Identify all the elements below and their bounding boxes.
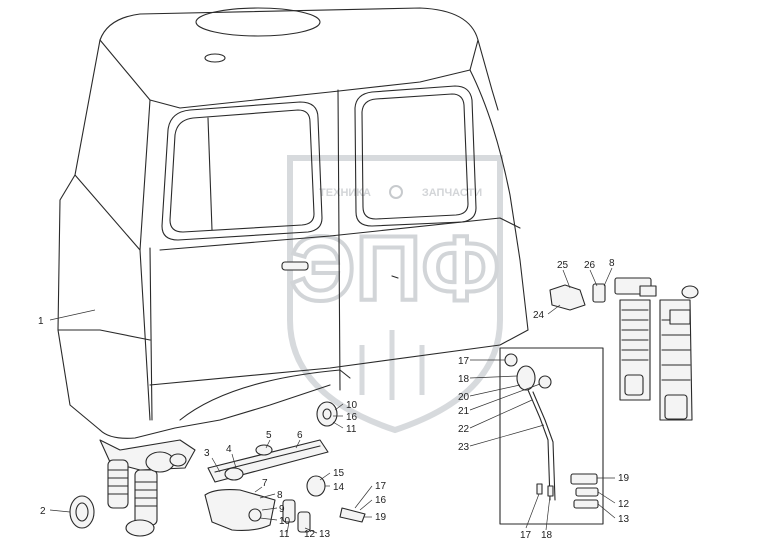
callout-10: 10: [279, 516, 291, 527]
callout-8: 8: [277, 490, 283, 501]
callout-11b: 11: [346, 424, 357, 435]
callout-22: 22: [458, 424, 470, 435]
callout-18b: 18: [541, 530, 553, 541]
callout-5: 5: [266, 430, 272, 441]
callout-13b: 13: [618, 514, 630, 525]
callout-19b: 19: [618, 473, 630, 484]
callout-7: 7: [262, 478, 268, 489]
callout-15: 15: [333, 468, 345, 479]
gear-icon: [389, 185, 403, 199]
callout-13: 13: [319, 529, 331, 540]
callout-16: 16: [346, 412, 358, 423]
callout-12b: 12: [618, 499, 630, 510]
callout-19: 19: [375, 512, 387, 523]
wheat-icon: [359, 330, 425, 400]
callout-12: 12: [304, 529, 316, 540]
watermark-right-word: ЗАПЧАСТИ: [422, 187, 482, 199]
front-mount-assembly: [69, 439, 196, 537]
hydraulic-assembly: [549, 277, 699, 421]
callout-20: 20: [458, 392, 470, 403]
cab-body: [57, 7, 529, 439]
callouts: 1 2 3 4 5 6 7 8 9 10 11 12 13 10 16 11 1…: [38, 258, 630, 541]
leader-lines: [49, 267, 616, 534]
callout-17c: 17: [520, 530, 532, 541]
callout-10b: 10: [346, 400, 358, 411]
callout-9: 9: [279, 504, 285, 515]
callout-1: 1: [38, 316, 44, 327]
callout-14: 14: [333, 482, 345, 493]
callout-11: 11: [279, 529, 290, 540]
watermark-left-word: ТЕХНИКА: [319, 187, 371, 199]
callout-23: 23: [458, 442, 470, 453]
watermark-shield: [287, 155, 503, 434]
callout-3: 3: [204, 448, 210, 459]
callout-2: 2: [40, 506, 46, 517]
callout-26: 26: [584, 260, 596, 271]
fender-assembly: [179, 369, 366, 533]
callout-6: 6: [297, 430, 303, 441]
callout-25: 25: [557, 260, 569, 271]
watermark-logo-text: ЭПФ: [290, 218, 500, 320]
callout-8b: 8: [609, 258, 615, 269]
gear-lever-panel: [499, 347, 604, 525]
callout-17: 17: [375, 481, 387, 492]
callout-17b: 17: [458, 356, 470, 367]
callout-18: 18: [458, 374, 470, 385]
watermark: ЭПФ ТЕХНИКА ЗАПЧАСТИ: [287, 155, 503, 434]
callout-16b: 16: [375, 495, 387, 506]
callout-24: 24: [533, 310, 545, 321]
callout-4: 4: [226, 444, 232, 455]
callout-21: 21: [458, 406, 470, 417]
